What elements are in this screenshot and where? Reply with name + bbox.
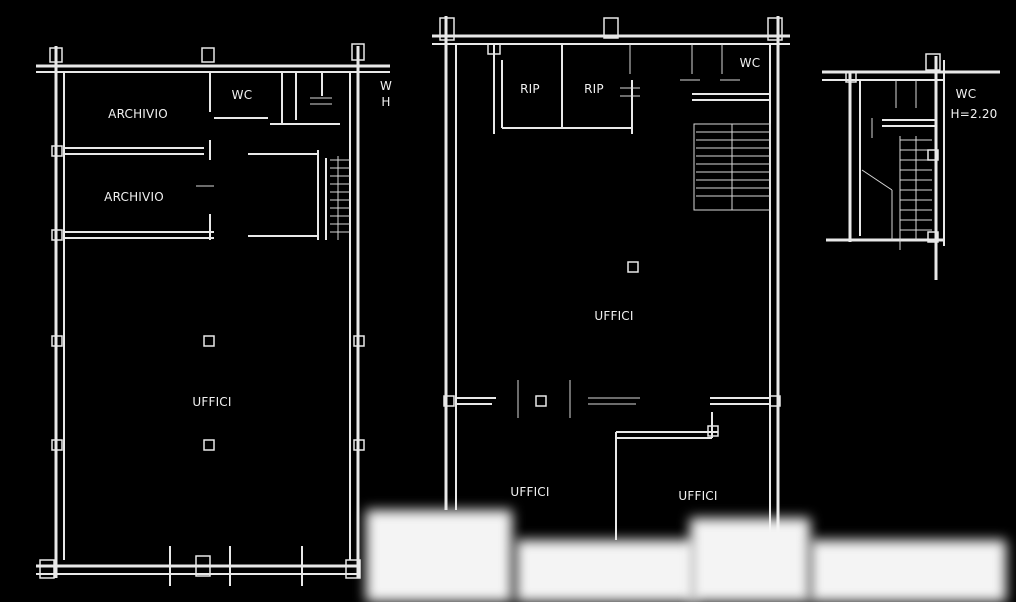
room-label-wc-middle: WC — [739, 56, 761, 70]
left-stairs — [330, 156, 350, 240]
room-label-h-partial: H — [381, 95, 391, 109]
bottom-blur-left — [366, 510, 512, 602]
room-label-height-right: H=2.20 — [950, 107, 998, 121]
right-stairs — [899, 136, 932, 250]
middle-plan-walls — [432, 16, 790, 540]
room-label-rip-2: RIP — [584, 82, 604, 96]
room-label-wc-right: WC — [955, 87, 977, 101]
bottom-blur-far-right — [810, 540, 1006, 602]
room-label-uffici-bottom-right: UFFICI — [678, 489, 718, 503]
room-label-uffici-middle: UFFICI — [594, 309, 634, 323]
room-label-w-partial: W — [379, 79, 393, 93]
room-label-archivio-2: ARCHIVIO — [104, 190, 164, 204]
middle-stairs — [693, 123, 771, 211]
middle-columns — [439, 17, 783, 437]
room-label-wc-left: WC — [231, 88, 253, 102]
left-plan-walls — [36, 46, 390, 578]
left-columns — [39, 43, 365, 586]
bottom-blur-right — [690, 518, 810, 602]
room-label-archivio-1: ARCHIVIO — [108, 107, 168, 121]
room-label-uffici-left: UFFICI — [192, 395, 232, 409]
right-columns — [845, 53, 941, 243]
room-label-uffici-bottom-left: UFFICI — [510, 485, 550, 499]
room-label-rip-1: RIP — [520, 82, 540, 96]
bottom-blur-middle — [516, 540, 696, 602]
